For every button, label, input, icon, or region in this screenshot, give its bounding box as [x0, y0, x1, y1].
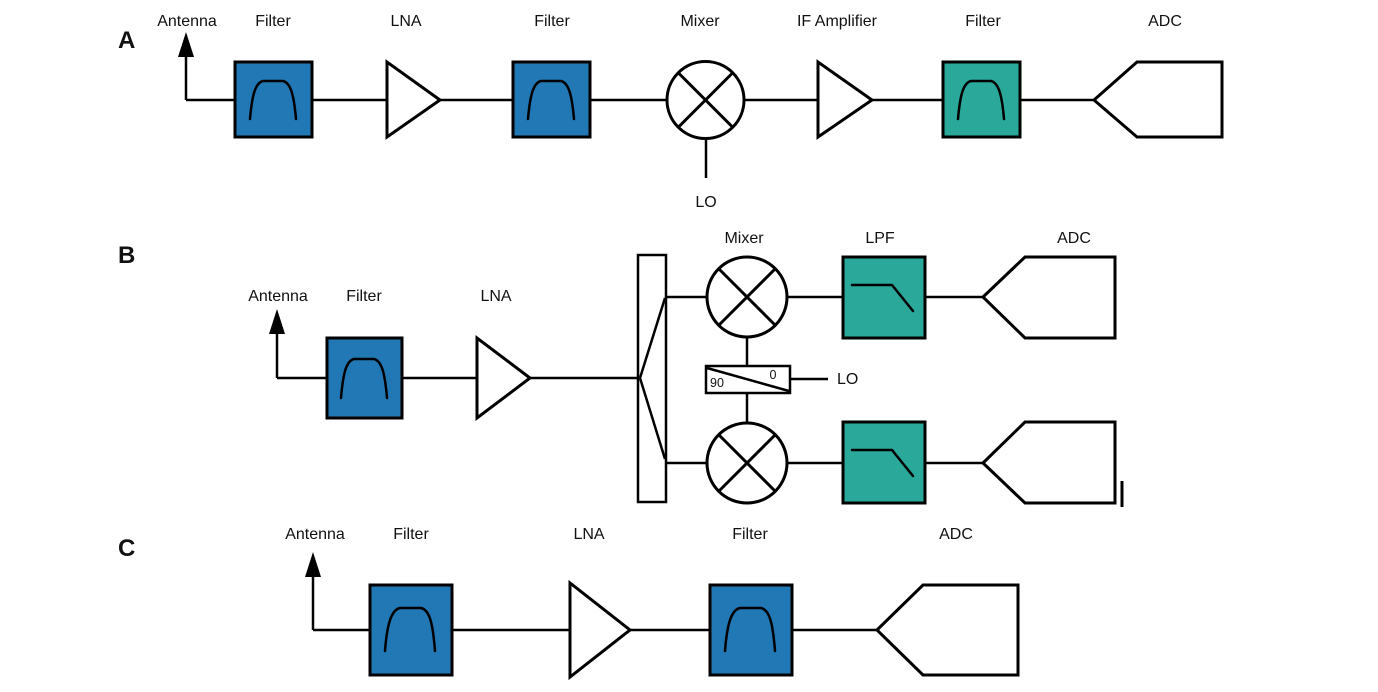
panel-c-lna-triangle	[568, 579, 633, 681]
panel-c-antenna-label: Antenna	[285, 526, 345, 543]
panel-a-filter3-label: Filter	[965, 13, 1001, 30]
panel-b-splitter-branch-lower	[638, 377, 667, 460]
panel-b-mixer-q-x-icon	[717, 433, 777, 493]
panel-c-filter2-label: Filter	[732, 526, 768, 543]
panel-a-filter3-box	[941, 60, 1022, 139]
panel-b-lpf-q-lowpass-icon	[850, 448, 915, 478]
panel-c-lna-label: LNA	[573, 526, 604, 543]
panel-b-phase-shifter-diagonal	[706, 366, 790, 393]
panel-a-filter3-bandpass-icon	[956, 79, 1006, 121]
panel-a-if-amplifier-triangle	[816, 59, 875, 140]
panel-a-filter1-box	[233, 60, 314, 139]
panel-b-phase-0-label: 0	[770, 368, 777, 382]
panel-a-filter2-bandpass-icon	[526, 79, 576, 121]
panel-b-antenna-label: Antenna	[248, 288, 308, 305]
panel-a-lna-triangle	[385, 59, 443, 140]
panel-b-lpf-q-box	[841, 420, 927, 505]
panel-a-lna-label: LNA	[390, 13, 421, 30]
panel-a-antenna-label: Antenna	[157, 13, 217, 30]
panel-c-filter1-label: Filter	[393, 526, 429, 543]
panel-a-letter: A	[118, 27, 135, 54]
panel-b-filter-box	[325, 336, 404, 420]
panel-b-lpf-label: LPF	[865, 230, 895, 247]
panel-b-lpf-i-box	[841, 255, 927, 340]
panel-a-lo-label: LO	[695, 194, 716, 211]
panel-b-mixer-i-x-icon	[717, 267, 777, 327]
panel-b-antenna-arrowhead-icon	[269, 309, 285, 334]
panel-b-adc-i-shape	[980, 255, 1117, 340]
panel-a-adc-shape	[1091, 60, 1224, 139]
panel-c-antenna-arrowhead-icon	[305, 552, 321, 577]
panel-a-filter2-label: Filter	[534, 13, 570, 30]
panel-a-filter1-label: Filter	[255, 13, 291, 30]
panel-a-if-amplifier-label: IF Amplifier	[797, 13, 878, 30]
panel-a-filter1-bandpass-icon	[248, 79, 298, 121]
panel-a-adc-label: ADC	[1148, 13, 1182, 30]
panel-b-mixer-label: Mixer	[724, 230, 764, 247]
panel-c-letter: C	[118, 535, 135, 562]
panel-c-adc-label: ADC	[939, 526, 973, 543]
panel-a-mixer-x-icon	[677, 71, 734, 129]
panel-b-splitter-rect	[636, 253, 668, 504]
panel-c: C Antenna Filter LNA Filter ADC	[118, 526, 1020, 681]
panel-b-lna-label: LNA	[480, 288, 511, 305]
panel-c-adc-shape	[874, 583, 1020, 677]
panel-b-lna-triangle	[475, 334, 533, 422]
panel-b-splitter-branch-upper	[638, 297, 667, 379]
panel-b-filter-bandpass-icon	[339, 357, 389, 400]
panel-b-phase-90-label: 90	[710, 376, 724, 390]
panel-c-filter2-box	[708, 583, 794, 677]
panel-c-filter1-box	[368, 583, 454, 677]
panel-c-filter2-bandpass-icon	[723, 606, 777, 653]
panel-b-lpf-i-lowpass-icon	[850, 283, 915, 313]
panel-b-filter-label: Filter	[346, 288, 382, 305]
panel-b-adc-q-shape	[980, 420, 1117, 505]
panel-a-filter2-box	[511, 60, 592, 139]
panel-a-antenna-arrowhead-icon	[178, 32, 194, 57]
panel-b-letter: B	[118, 242, 135, 269]
panel-b-adc-label: ADC	[1057, 230, 1091, 247]
panel-b: B Antenna Filter LNA Mixer LPF ADC LO	[118, 230, 1124, 507]
panel-a: A Antenna Filter LNA Filter Mixer IF Amp…	[118, 13, 1224, 211]
panel-b-lo-label: LO	[837, 371, 858, 388]
panel-c-filter1-bandpass-icon	[383, 606, 437, 653]
panel-a-mixer-label: Mixer	[680, 13, 720, 30]
